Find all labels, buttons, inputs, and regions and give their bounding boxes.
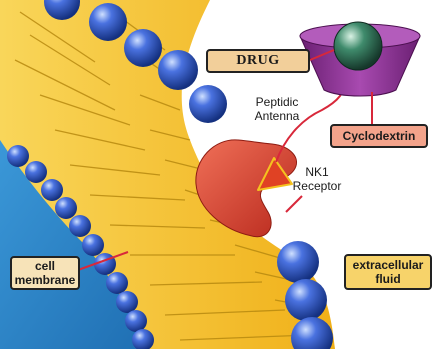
drug-label: DRUG — [206, 49, 310, 73]
cell-membrane-label: cell membrane — [10, 256, 80, 290]
antenna-label: Peptidic Antenna — [238, 94, 316, 124]
drug-sphere — [334, 22, 382, 70]
cyclodextrin-label: Cyclodextrin — [330, 124, 428, 148]
receptor-label: NK1 Receptor — [286, 164, 348, 194]
extracellular-fluid-label: extracellular fluid — [344, 254, 432, 290]
